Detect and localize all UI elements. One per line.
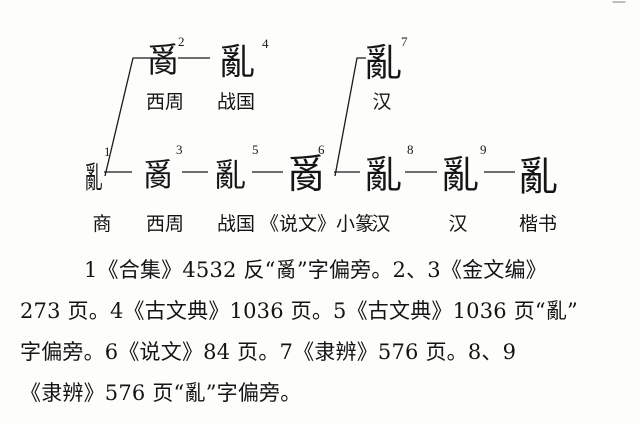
num-4: 4: [262, 36, 269, 51]
label-2: 西周: [146, 91, 184, 113]
caption-line-1: 1《合集》4532 反“𤔔”字偏旁。2、3《金文编》: [84, 258, 547, 282]
num-9: 9: [480, 142, 487, 157]
num-3: 3: [176, 142, 183, 157]
label-8: 汉: [371, 213, 390, 235]
branch-line-upper: [104, 57, 152, 177]
num-8: 8: [407, 142, 414, 157]
label-kaishu: 楷书: [519, 213, 557, 235]
label-9: 汉: [448, 213, 467, 235]
branch-line-han: [334, 57, 366, 177]
num-6: 6: [318, 142, 325, 157]
glyph-2: 𤔔: [146, 41, 180, 81]
glyph-9: 亂: [441, 153, 479, 197]
label-1: 商: [92, 213, 111, 235]
label-6: 《说文》小篆: [260, 213, 374, 235]
label-7: 汉: [372, 91, 391, 113]
glyph-1: 亂: [85, 160, 103, 195]
glyph-3: 𤔔: [142, 156, 174, 194]
glyph-4: 亂: [219, 42, 255, 83]
glyph-evolution-diagram: 亂 1 商 𤔔 2 西周 亂 4 战国 𤔔 3 西周 亂 5 战国 𤔔 6 《说…: [85, 34, 558, 235]
cropped-text-fragment: —: [612, 0, 626, 10]
glyph-6: 𤔔: [286, 152, 326, 198]
label-3: 西周: [146, 213, 184, 235]
glyph-kaishu: 亂: [518, 154, 558, 200]
num-7: 7: [401, 34, 408, 49]
label-5: 战国: [217, 213, 255, 235]
caption-line-4: 《隶辨》576 页“亂”字偏旁。: [20, 381, 302, 405]
caption-line-2: 273 页。4《古文典》1036 页。5《古文典》1036 页“亂”: [20, 299, 578, 323]
glyph-7: 亂: [364, 41, 402, 85]
num-5: 5: [252, 142, 259, 157]
glyph-5: 亂: [214, 156, 246, 194]
figure-caption: 1《合集》4532 反“𤔔”字偏旁。2、3《金文编》 273 页。4《古文典》1…: [20, 250, 620, 414]
glyph-8: 亂: [364, 153, 402, 197]
num-1: 1: [104, 144, 111, 159]
label-4: 战国: [217, 91, 255, 113]
num-2: 2: [178, 34, 185, 49]
caption-line-3: 字偏旁。6《说文》84 页。7《隶辨》576 页。8、9: [20, 340, 517, 364]
